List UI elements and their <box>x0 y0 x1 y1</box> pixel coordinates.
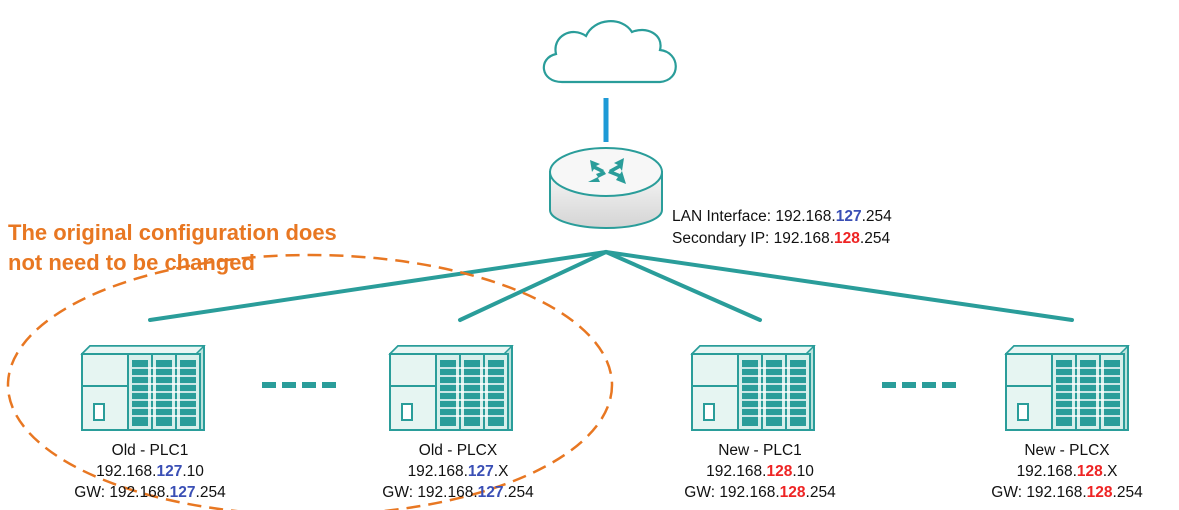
ip-prefix: 192.168. <box>1016 463 1077 480</box>
ip-octet: 127 <box>467 463 494 480</box>
gw-octet: 127 <box>477 484 504 501</box>
gw-prefix: GW: 192.168. <box>382 484 478 501</box>
unchanged-note: The original configuration does not need… <box>8 218 337 278</box>
ip-octet: 128 <box>766 463 793 480</box>
router-icon <box>549 147 663 229</box>
gw-suffix: .254 <box>1112 484 1143 501</box>
sec-octet: 128 <box>834 230 860 247</box>
sec-prefix: Secondary IP: 192.168. <box>672 230 835 247</box>
ip-suffix: .X <box>493 463 509 480</box>
plc-ip: 192.168.127.10 <box>40 461 260 482</box>
ip-octet: 128 <box>1076 463 1103 480</box>
plc-name: Old - PLC1 <box>111 442 189 459</box>
plc-icon <box>1005 345 1129 431</box>
note-line-2: not need to be changed <box>8 250 255 275</box>
ip-suffix: .10 <box>182 463 204 480</box>
plc-icon <box>691 345 815 431</box>
gw-octet: 127 <box>169 484 196 501</box>
ip-suffix: .X <box>1102 463 1118 480</box>
lan-prefix: LAN Interface: 192.168. <box>672 208 836 225</box>
plc-gateway: GW: 192.168.127.254 <box>40 482 260 503</box>
note-line-1: The original configuration does <box>8 220 337 245</box>
plc-name: New - PLC1 <box>718 442 802 459</box>
gw-octet: 128 <box>779 484 806 501</box>
gw-suffix: .254 <box>503 484 534 501</box>
router-label: LAN Interface: 192.168.127.254 Secondary… <box>672 206 892 250</box>
ip-prefix: 192.168. <box>706 463 767 480</box>
gw-suffix: .254 <box>195 484 226 501</box>
ip-prefix: 192.168. <box>407 463 468 480</box>
ip-octet: 127 <box>156 463 183 480</box>
plc-icon <box>389 345 513 431</box>
plc-label-old-x: Old - PLCX 192.168.127.X GW: 192.168.127… <box>348 440 568 503</box>
plc-ip: 192.168.127.X <box>348 461 568 482</box>
plc-label-old-1: Old - PLC1 192.168.127.10 GW: 192.168.12… <box>40 440 260 503</box>
lan-octet: 127 <box>835 208 862 225</box>
network-links <box>148 250 1074 322</box>
cloud-icon <box>542 20 677 84</box>
plc-name: New - PLCX <box>1024 442 1110 459</box>
lan-interface-text: LAN Interface: 192.168.127.254 <box>672 206 892 228</box>
plc-icon <box>81 345 205 431</box>
gw-octet: 128 <box>1086 484 1113 501</box>
plc-gateway: GW: 192.168.127.254 <box>348 482 568 503</box>
plc-gateway: GW: 192.168.128.254 <box>957 482 1177 503</box>
lan-suffix: .254 <box>861 208 892 225</box>
plc-ip: 192.168.128.X <box>957 461 1177 482</box>
gw-prefix: GW: 192.168. <box>684 484 780 501</box>
gw-suffix: .254 <box>805 484 836 501</box>
secondary-ip-text: Secondary IP: 192.168.128.254 <box>672 228 892 250</box>
unchanged-group-outline <box>6 253 614 510</box>
sec-suffix: .254 <box>859 230 891 247</box>
plc-ip: 192.168.128.10 <box>650 461 870 482</box>
plc-label-new-1: New - PLC1 192.168.128.10 GW: 192.168.12… <box>650 440 870 503</box>
plc-gateway: GW: 192.168.128.254 <box>650 482 870 503</box>
gw-prefix: GW: 192.168. <box>74 484 170 501</box>
plc-label-new-x: New - PLCX 192.168.128.X GW: 192.168.128… <box>957 440 1177 503</box>
ellipsis-dashes <box>262 382 956 388</box>
ip-prefix: 192.168. <box>96 463 157 480</box>
plc-name: Old - PLCX <box>418 442 498 459</box>
gw-prefix: GW: 192.168. <box>991 484 1087 501</box>
ip-suffix: .10 <box>792 463 814 480</box>
